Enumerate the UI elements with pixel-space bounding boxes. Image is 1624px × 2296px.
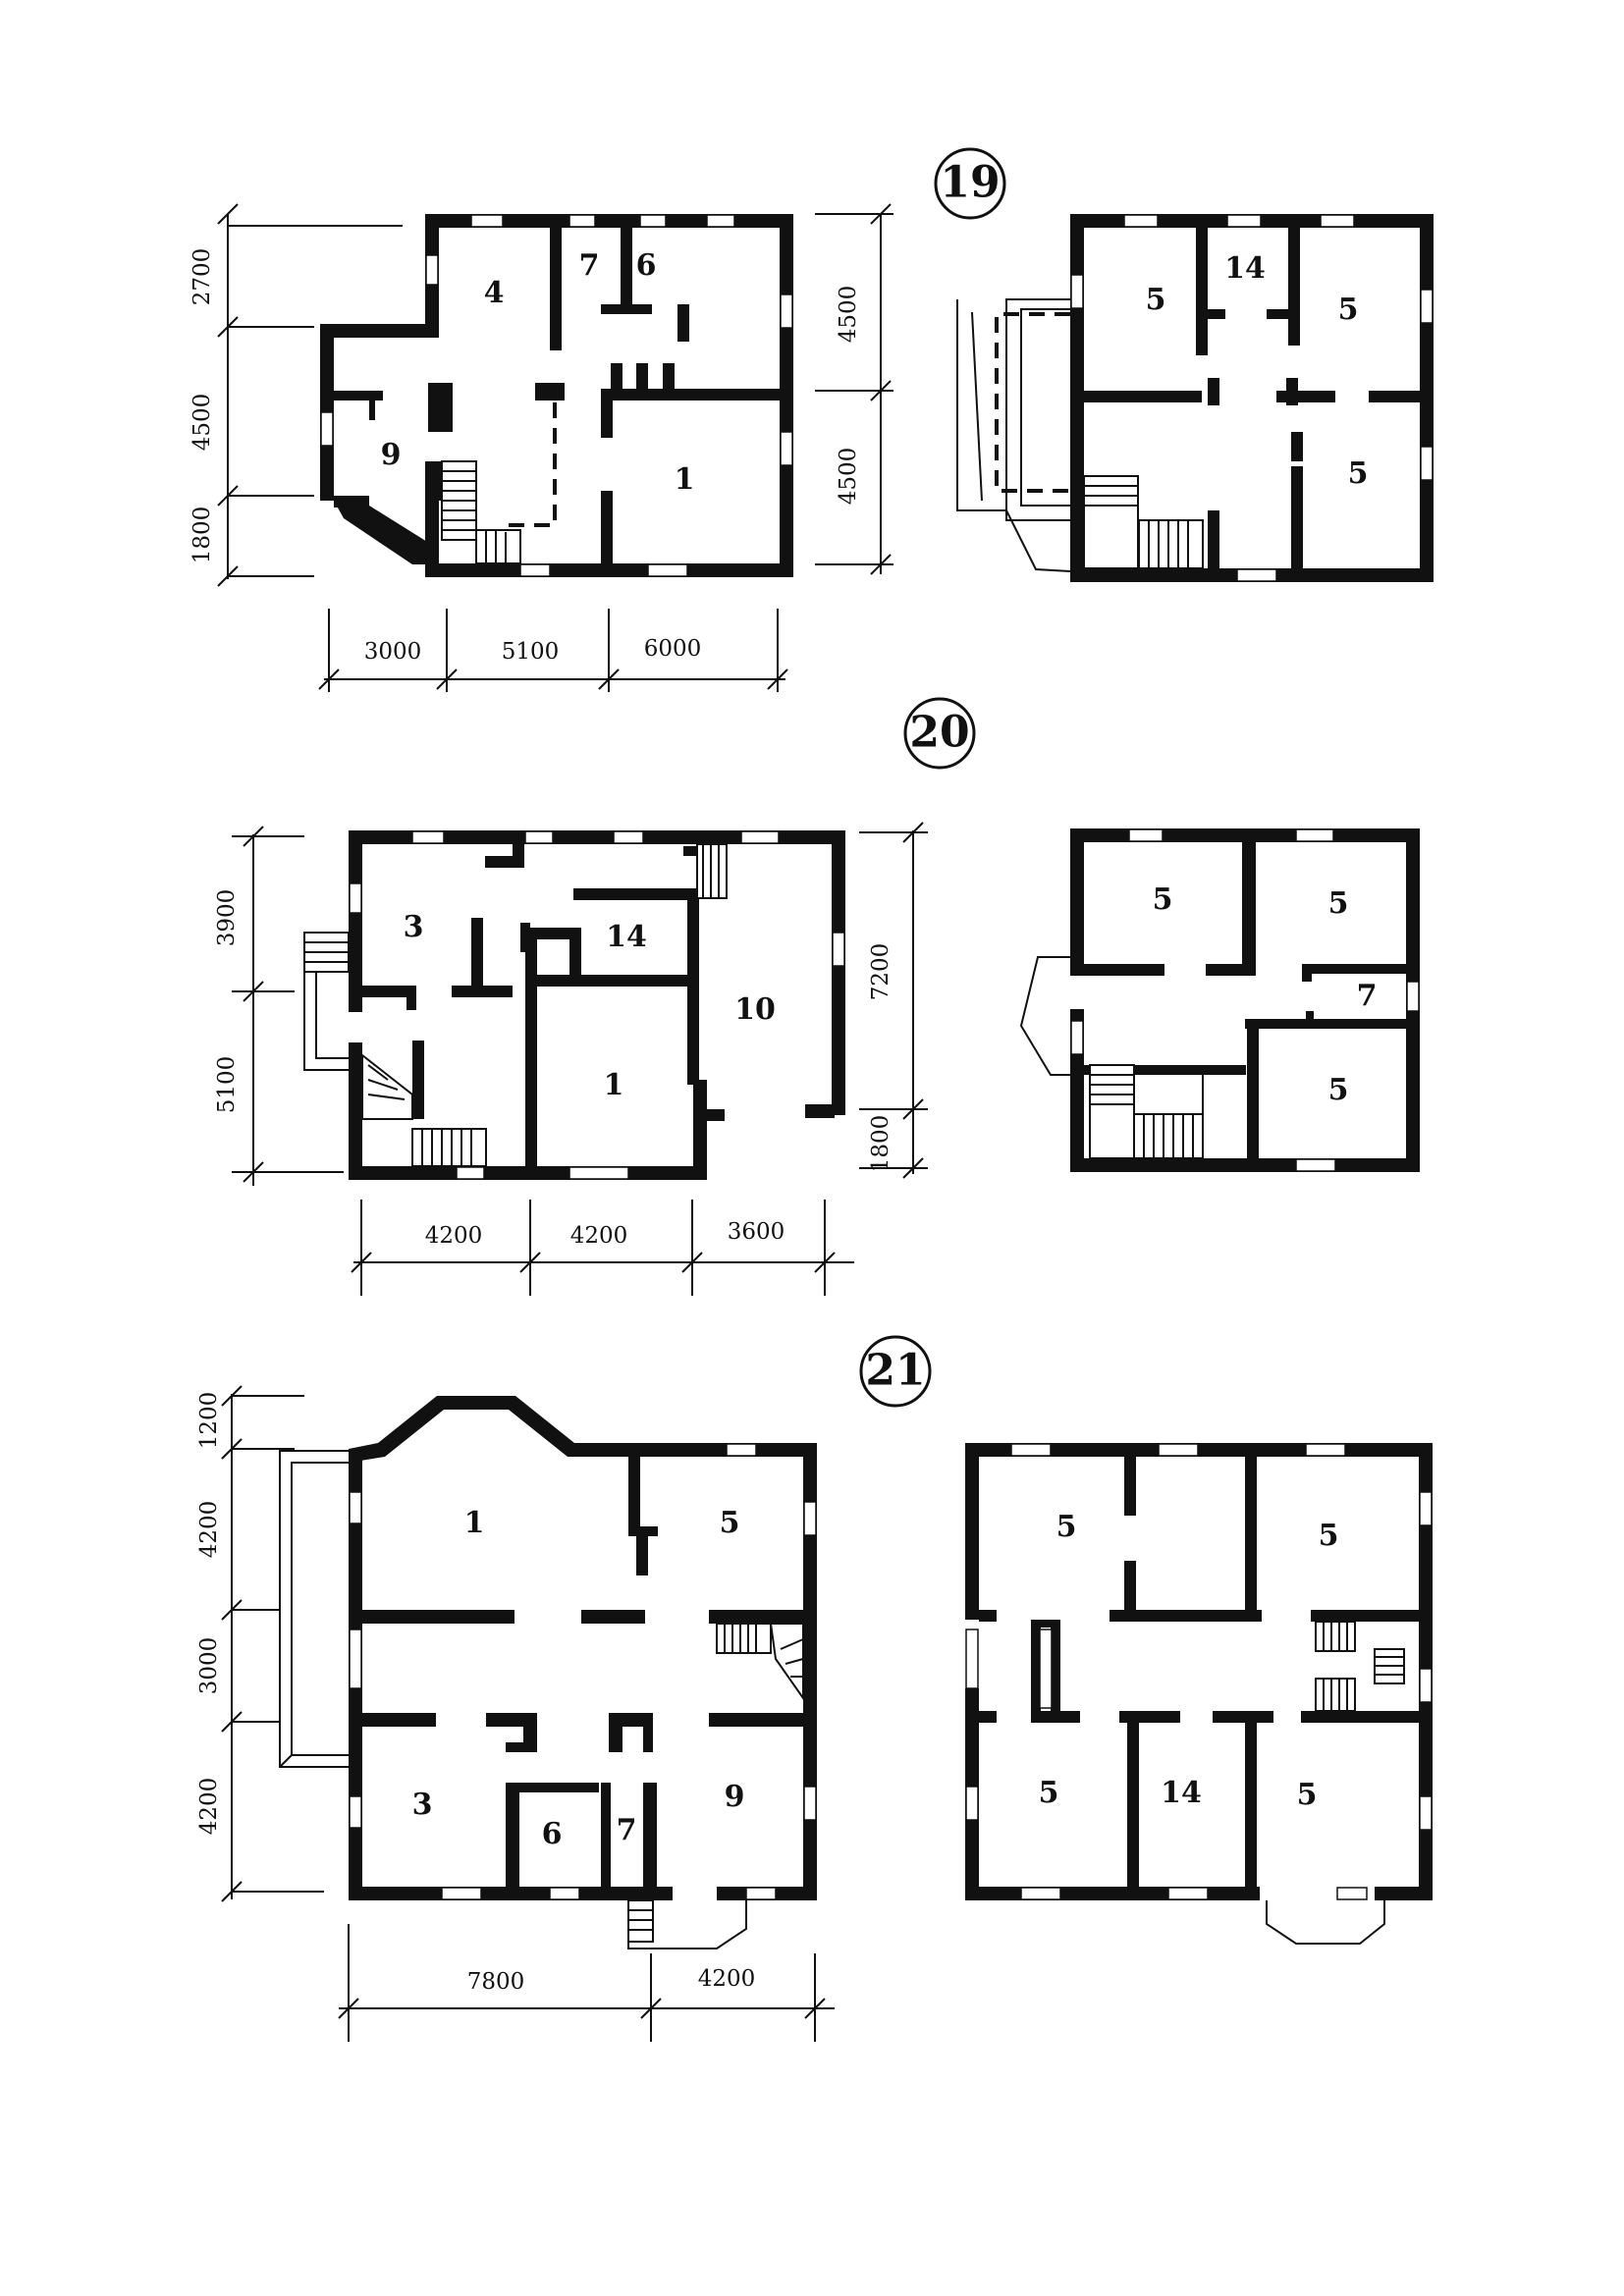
plan-21: 21 [196,1335,1433,2042]
dim-right: 4500 [836,286,861,344]
plan-19-stair [441,460,521,564]
dim-left: 1200 [196,1392,222,1450]
dim-bottom: 4200 [425,1223,483,1249]
room-label: 14 [1224,251,1266,286]
dim-left: 4200 [196,1501,222,1559]
room-label: 3 [412,1788,433,1822]
dim-left: 4200 [196,1778,222,1836]
dim-bottom: 4200 [698,1966,756,1992]
dim-left: 2700 [189,248,215,306]
plan-21-dimensions: 1200 4200 3000 4200 7800 4200 [196,1385,835,2042]
plan-20-ground-floor: 3 14 10 1 [303,830,845,1180]
room-label: 7 [1357,979,1378,1013]
dim-right: 1800 [868,1115,893,1173]
room-label: 3 [404,910,424,944]
dim-left: 1800 [189,507,215,564]
room-label: 5 [1039,1776,1059,1810]
room-label: 9 [725,1780,745,1814]
room-label: 14 [606,920,647,954]
plan-19: 19 [189,147,1434,692]
room-label: 1 [675,462,695,497]
plan-20-upper-floor: 5 5 7 5 [1019,828,1420,1172]
dim-bottom: 4200 [570,1223,628,1249]
room-label: 5 [1153,882,1173,917]
room-label: 6 [542,1817,563,1851]
room-label: 5 [1297,1778,1318,1812]
plan-20-number-badge: 20 [903,697,976,770]
plan-21-ground-floor: 1 5 3 6 7 9 [279,1396,817,1949]
dim-left: 4500 [189,394,215,452]
dim-bottom: 3000 [364,639,422,665]
plan-20-number: 20 [909,708,969,758]
room-label: 5 [1328,1073,1349,1107]
room-label: 7 [579,248,600,283]
room-label: 5 [1319,1519,1339,1553]
plan-19-ground-floor: 4 7 6 9 1 [320,214,793,577]
room-label: 1 [464,1506,485,1540]
room-label: 10 [734,992,776,1027]
plan-21-number-badge: 21 [859,1335,932,1408]
plan-20-dimensions: 3900 5100 7200 1800 4200 4200 3600 [214,822,928,1296]
dim-bottom: 3600 [728,1219,785,1245]
room-label: 1 [604,1068,624,1102]
dim-bottom: 7800 [467,1969,525,1995]
room-label: 14 [1161,1776,1202,1810]
room-label: 9 [381,438,402,472]
plan-19-upper-floor: 5 14 5 5 [956,214,1434,582]
dim-left: 3000 [196,1637,222,1695]
dim-bottom: 5100 [502,639,560,665]
plan-20: 20 [214,697,1420,1296]
dim-left: 5100 [214,1056,240,1114]
dim-bottom: 6000 [644,636,702,662]
room-label: 5 [1338,293,1359,327]
plan-21-number: 21 [865,1346,925,1396]
room-label: 7 [617,1813,637,1847]
plan-19-dimensions: 2700 4500 1800 4500 4500 3000 5100 6000 [189,203,893,692]
dim-right: 4500 [836,448,861,506]
room-label: 5 [1328,886,1349,921]
dim-right: 7200 [868,943,893,1001]
room-label: 6 [636,248,657,283]
dim-left: 3900 [214,889,240,947]
room-label: 5 [1348,456,1369,491]
plan-19-number: 19 [940,158,1000,208]
room-label: 5 [1146,283,1166,317]
plan-21-upper-floor: 5 5 5 14 5 [965,1443,1433,1945]
plan-19-number-badge: 19 [934,147,1006,220]
room-label: 5 [1056,1510,1077,1544]
room-label: 4 [484,276,505,310]
room-label: 5 [720,1506,740,1540]
